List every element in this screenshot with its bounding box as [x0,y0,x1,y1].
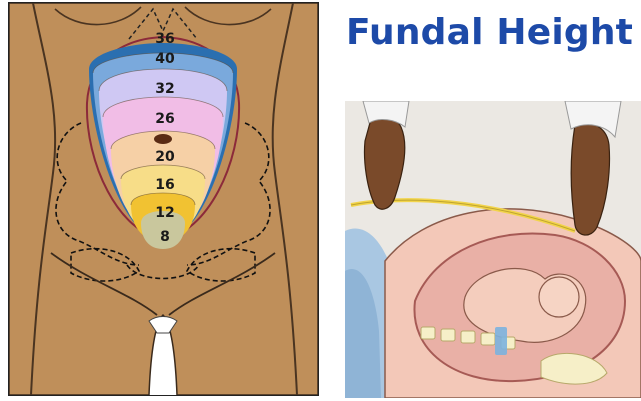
week-label-20: 20 [155,149,175,165]
torso-illustration: 36 40 32 26 20 16 12 8 [9,3,318,395]
measurement-illustration [345,101,641,398]
spine-accent [495,327,507,355]
week-label-8: 8 [160,229,170,245]
week-label-26: 26 [155,111,174,127]
week-label-16: 16 [155,177,174,193]
page-title: Fundal Height [346,12,633,53]
week-label-36: 36 [155,31,174,47]
fetus-head [539,277,579,317]
umbilicus [154,134,172,144]
week-label-12: 12 [155,205,174,221]
fundal-height-diagram: 36 40 32 26 20 16 12 8 [8,2,319,396]
week-label-32: 32 [155,81,174,97]
week-label-40: 40 [155,51,175,67]
measurement-scene [345,101,641,398]
